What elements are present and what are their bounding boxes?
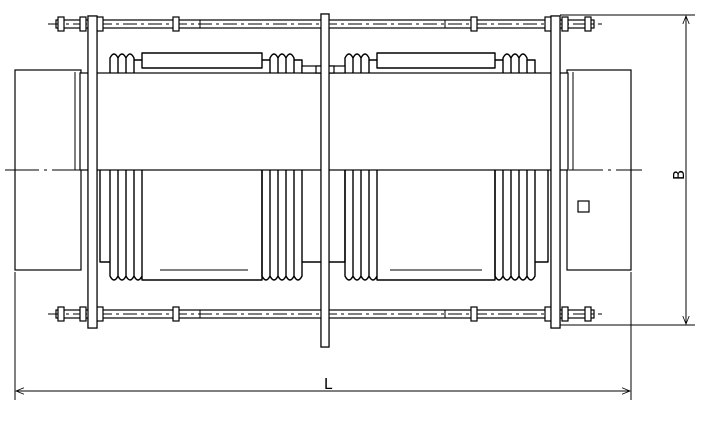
- inspection-window: [577, 200, 590, 213]
- dimension-b-label: B: [670, 170, 688, 180]
- bellows-top-section: [109, 52, 536, 74]
- dimension-l-label: L: [324, 375, 333, 393]
- dimension-b: [560, 14, 695, 326]
- bellows-bottom-view: [99, 170, 549, 281]
- dimension-l: [14, 272, 632, 400]
